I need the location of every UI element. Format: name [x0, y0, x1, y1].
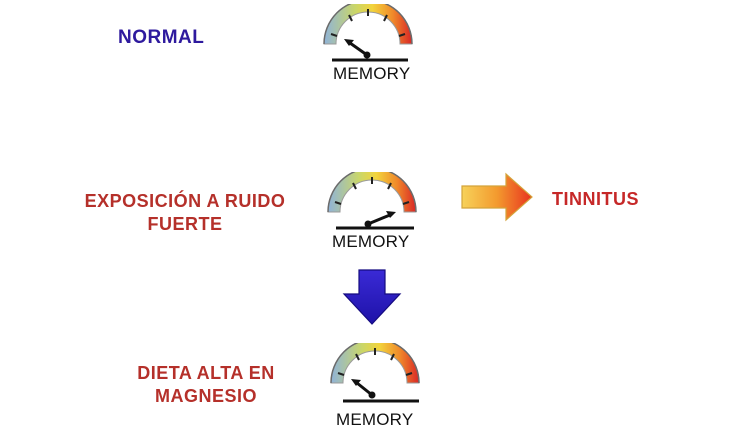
noise-label-line2: FUERTE — [147, 213, 223, 234]
gauge-icon — [322, 167, 422, 239]
normal-label: NORMAL — [118, 27, 205, 48]
diet-label-line2: MAGNESIO — [154, 385, 257, 406]
tinnitus-label: TINNITUS — [552, 189, 639, 209]
gauge-caption-diet: MEMORY — [336, 410, 414, 429]
diet-label: DIETA ALTA EN MAGNESIO — [96, 362, 316, 407]
diet-label-line1: DIETA ALTA EN — [137, 363, 275, 383]
gauge-caption-normal: MEMORY — [333, 64, 411, 83]
gauge-noise — [327, 167, 417, 230]
noise-label-line1: EXPOSICIÓN A RUIDO — [84, 191, 286, 211]
noise-label: EXPOSICIÓN A RUIDO FUERTE — [60, 190, 310, 235]
gauge-caption-noise: MEMORY — [332, 232, 410, 251]
arrow-right-icon — [460, 172, 534, 227]
gauge-icon — [325, 338, 425, 410]
gauge-normal — [323, 0, 413, 62]
gauge-icon — [318, 0, 418, 71]
arrow-down-icon — [342, 268, 402, 331]
gauge-diet — [330, 338, 420, 403]
